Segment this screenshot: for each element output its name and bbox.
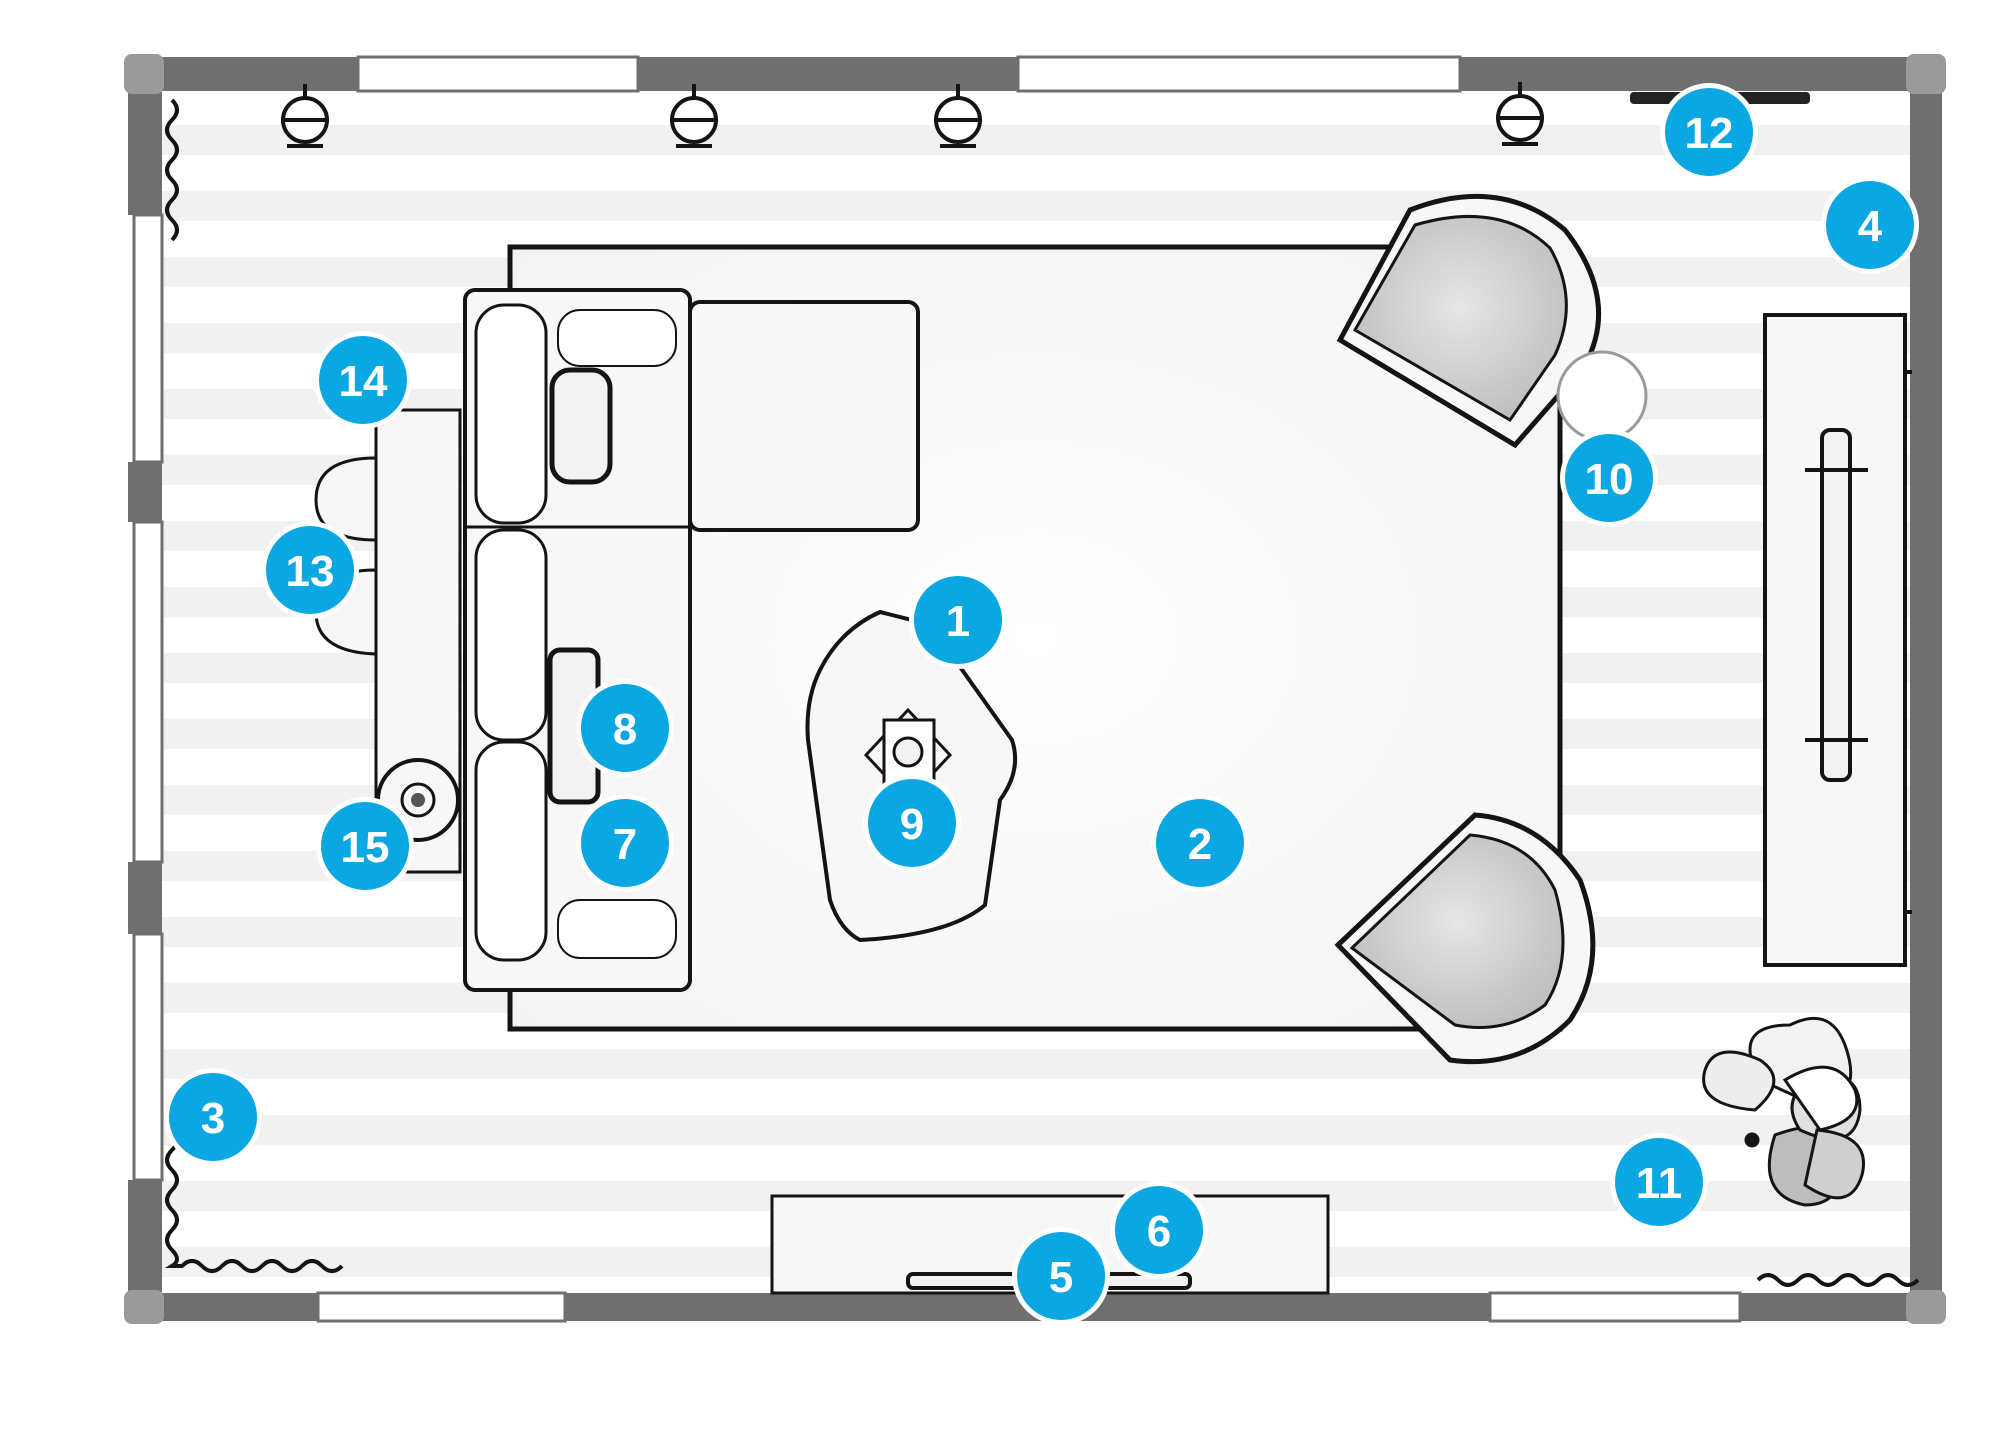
marker-circle [1665, 88, 1753, 176]
marker-circle [321, 802, 409, 890]
top-window [356, 55, 640, 93]
curtains [164, 98, 1920, 1287]
curtain-bottom-right [1756, 1273, 1920, 1287]
sofa-back-cushion [474, 303, 548, 525]
marker-5-console-decor: 5 [1012, 1227, 1110, 1325]
wall-sconce-icon [934, 84, 982, 148]
curtain-top-left [165, 98, 179, 242]
walls [124, 54, 1946, 1324]
throw-pillow [549, 367, 613, 485]
sofa-pillow [557, 899, 677, 959]
wall-corner [124, 1290, 164, 1324]
marker-circle [581, 799, 669, 887]
marker-circle [266, 526, 354, 614]
wall-sconce-icon [1496, 82, 1544, 146]
bottom-window [1488, 1291, 1742, 1323]
marker-label: 3 [201, 1094, 225, 1143]
sofa-back-cushion [474, 528, 548, 742]
marker-circle [1826, 181, 1914, 269]
top-wall-segment [638, 57, 1018, 91]
marker-15-table-lamp: 15 [316, 797, 414, 895]
marker-10-side-table: 10 [1560, 429, 1658, 527]
sofa-pillow [557, 309, 677, 367]
marker-label: 10 [1585, 455, 1634, 504]
accent-chair-top [1336, 193, 1602, 449]
marker-label: 14 [339, 357, 388, 406]
marker-circle [868, 779, 956, 867]
sofa-chaise [688, 300, 920, 532]
marker-14-sofa-table: 14 [314, 331, 412, 429]
marker-label: 6 [1147, 1207, 1171, 1256]
marker-label: 11 [1636, 1159, 1683, 1208]
marker-label: 1 [946, 597, 970, 646]
marker-circle [1615, 1138, 1703, 1226]
marker-circle [319, 336, 407, 424]
left-window [132, 213, 164, 464]
top-wall-segment [128, 57, 358, 91]
wall-corner [1906, 1290, 1946, 1324]
marker-2-area-rug: 2 [1151, 794, 1249, 892]
wall-sconce-icon [281, 84, 329, 148]
curtain-bottom-left [164, 1128, 344, 1273]
marker-label: 2 [1188, 820, 1212, 869]
wall-sconce-icon [670, 84, 718, 148]
marker-circle [1156, 799, 1244, 887]
marker-label: 9 [900, 800, 924, 849]
marker-1-coffee-table: 1 [909, 571, 1007, 669]
wall-corner [1906, 54, 1946, 94]
marker-label: 13 [286, 547, 335, 596]
table-lamp-bulb [411, 793, 425, 807]
television [1805, 428, 1868, 782]
marker-13-stools: 13 [261, 521, 359, 619]
marker-circle [1017, 1232, 1105, 1320]
left-wall-segment [128, 462, 162, 522]
marker-circle [1565, 434, 1653, 522]
marker-circle [581, 684, 669, 772]
marker-4-wall: 4 [1821, 176, 1919, 274]
wall-corner [124, 54, 164, 94]
left-window [132, 520, 164, 864]
marker-7-sectional-sofa: 7 [576, 794, 674, 892]
stool [314, 456, 378, 542]
marker-12-wall-art: 12 [1660, 83, 1758, 181]
left-window [132, 932, 164, 1182]
top-window [1016, 55, 1462, 93]
marker-3-curtains: 3 [164, 1068, 262, 1166]
marker-circle [914, 576, 1002, 664]
media-console [1763, 313, 1907, 967]
floor-stripe [162, 191, 1910, 221]
marker-circle [1115, 1186, 1203, 1274]
floor-stripe [162, 1115, 1910, 1145]
marker-11-potted-plant: 11 [1610, 1133, 1708, 1231]
marker-label: 7 [613, 820, 637, 869]
floor-stripe [162, 1049, 1910, 1079]
marker-label: 12 [1685, 109, 1734, 158]
right-wall [1910, 57, 1942, 1321]
marker-label: 4 [1858, 202, 1883, 251]
decor-vase [892, 736, 924, 768]
left-wall-segment [128, 862, 162, 934]
marker-label: 5 [1049, 1253, 1073, 1302]
marker-6-console-table: 6 [1110, 1181, 1208, 1279]
bottom-window [316, 1291, 567, 1323]
marker-label: 8 [613, 705, 637, 754]
accent-chair-bottom [1334, 812, 1596, 1065]
marker-9-table-decor: 9 [863, 774, 961, 872]
sofa-back-cushion [474, 740, 548, 962]
potted-plant [1702, 1016, 1865, 1207]
marker-label: 15 [341, 823, 390, 872]
marker-circle [169, 1073, 257, 1161]
floor-stripe [162, 125, 1910, 155]
marker-8-throw-pillow: 8 [576, 679, 674, 777]
side-table [1556, 350, 1648, 442]
